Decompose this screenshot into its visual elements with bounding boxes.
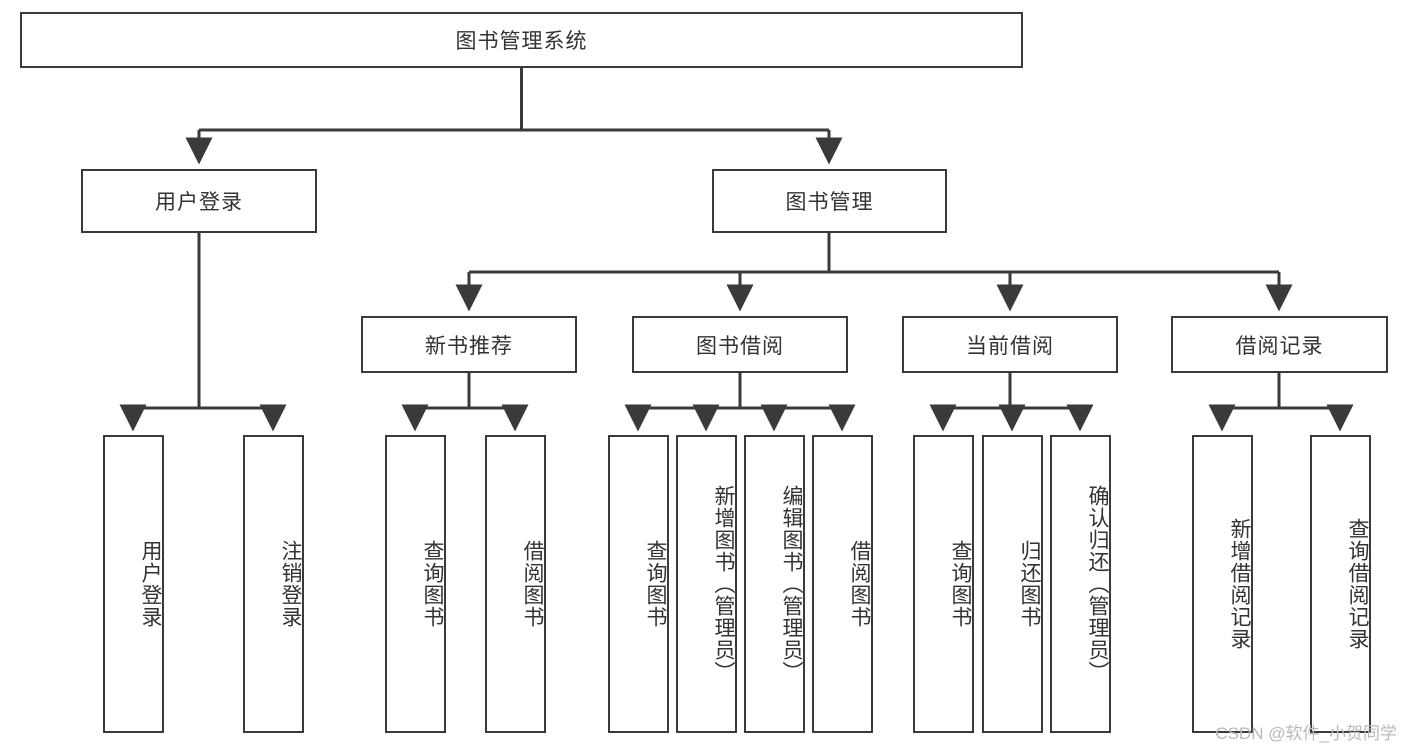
node-leaf-borrow-book-1[interactable]: 借阅图书 [485, 435, 546, 733]
node-label: 当前借阅 [966, 334, 1054, 358]
node-label: 图书管理 [785, 191, 874, 214]
node-leaf-query-record[interactable]: 查询借阅记录 [1310, 435, 1371, 733]
node-leaf-return-book[interactable]: 归还图书 [982, 435, 1043, 733]
node-label: 用户登录 [155, 191, 243, 214]
node-user-login[interactable]: 用户登录 [81, 169, 317, 233]
node-label: 借阅图书 [848, 540, 871, 628]
node-label: 注销登录 [279, 540, 302, 628]
node-leaf-add-book[interactable]: 新增图书（管理员） [676, 435, 737, 733]
node-label: 新书推荐 [425, 334, 513, 358]
node-root[interactable]: 图书管理系统 [20, 12, 1023, 68]
node-leaf-logout[interactable]: 注销登录 [243, 435, 304, 733]
node-label: 图书借阅 [696, 334, 784, 358]
node-leaf-confirm-return[interactable]: 确认归还（管理员） [1050, 435, 1111, 733]
node-leaf-edit-book[interactable]: 编辑图书（管理员） [744, 435, 805, 733]
node-label: 归还图书 [1018, 540, 1041, 628]
node-leaf-query-book-2[interactable]: 查询图书 [608, 435, 669, 733]
node-label: 编辑图书（管理员） [780, 485, 803, 683]
node-label: 查询借阅记录 [1346, 518, 1369, 650]
node-new-book-rec[interactable]: 新书推荐 [361, 316, 577, 373]
node-label: 查询图书 [949, 540, 972, 628]
node-label: 用户登录 [139, 540, 162, 628]
node-label: 借阅图书 [521, 540, 544, 628]
node-leaf-add-record[interactable]: 新增借阅记录 [1192, 435, 1253, 733]
node-borrow-record[interactable]: 借阅记录 [1171, 316, 1388, 373]
node-current-borrow[interactable]: 当前借阅 [902, 316, 1118, 373]
node-leaf-borrow-book-2[interactable]: 借阅图书 [812, 435, 873, 733]
node-label: 查询图书 [421, 540, 444, 628]
node-book-borrow[interactable]: 图书借阅 [632, 316, 848, 373]
node-label: 新增图书（管理员） [712, 485, 735, 683]
node-leaf-user-login[interactable]: 用户登录 [103, 435, 164, 733]
node-book-manage[interactable]: 图书管理 [712, 169, 947, 233]
node-label: 确认归还（管理员） [1086, 485, 1109, 683]
node-label: 借阅记录 [1235, 334, 1324, 358]
node-label: 新增借阅记录 [1228, 518, 1251, 650]
node-label: 图书管理系统 [455, 30, 588, 53]
node-leaf-query-book-3[interactable]: 查询图书 [913, 435, 974, 733]
node-leaf-query-book-1[interactable]: 查询图书 [385, 435, 446, 733]
node-label: 查询图书 [644, 540, 667, 628]
